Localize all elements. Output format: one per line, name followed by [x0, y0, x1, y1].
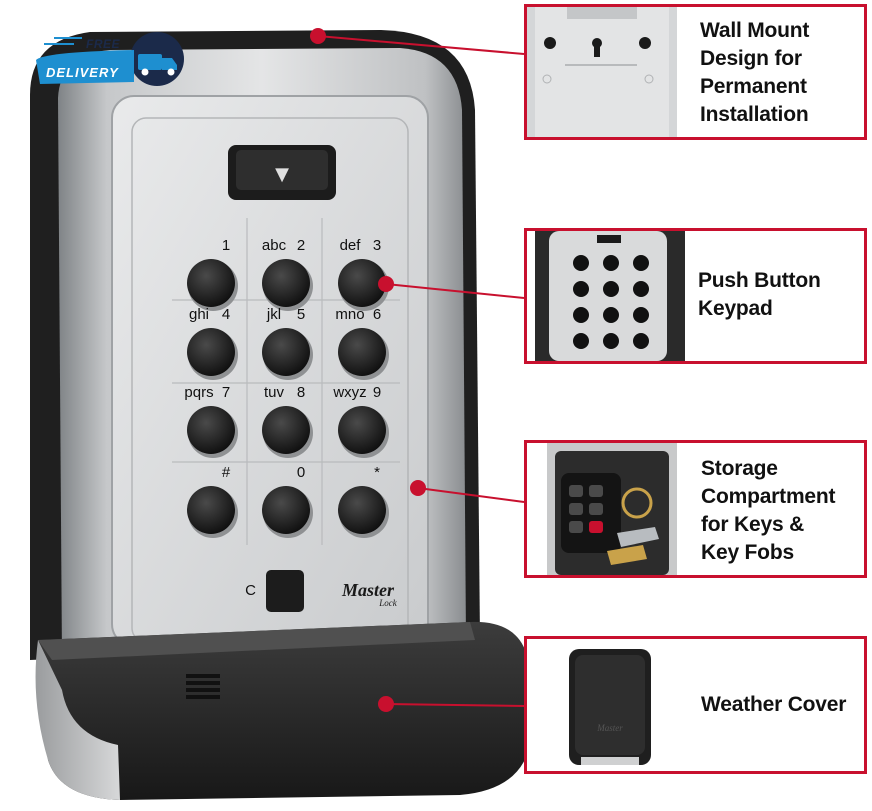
- keypad-button-2[interactable]: [262, 259, 310, 307]
- mini-key: [603, 255, 619, 271]
- keypad-button-9[interactable]: [338, 406, 386, 454]
- callout-dots: [310, 28, 426, 712]
- keypad-letters-label: tuv: [264, 384, 285, 401]
- keypad-buttons: 1 2 abc 3 def 4 ghi 5 jkl 6 mno 7 pqrs 8 tuv 9 wxyz #0 *: [184, 237, 389, 538]
- keypad-button-3[interactable]: [338, 259, 386, 307]
- keypad-button-8[interactable]: [262, 406, 310, 454]
- mini-key: [573, 333, 589, 349]
- keypad-letters-label: def: [340, 237, 362, 254]
- keypad-letters-label: ghi: [189, 306, 209, 323]
- clear-key-label: C: [245, 582, 256, 599]
- mini-key: [603, 281, 619, 297]
- callout-weather-cover-label: Weather Cover: [701, 693, 847, 716]
- keypad-button-4[interactable]: [187, 328, 235, 376]
- mini-key: [573, 307, 589, 323]
- keypad-digit-label: *: [374, 464, 380, 481]
- badge-delivery-text: DELIVERY: [46, 65, 119, 80]
- cover-brand-logo: Master: [596, 723, 623, 733]
- cover-grip: [186, 674, 220, 699]
- mini-key: [633, 281, 649, 297]
- keypad-button-7[interactable]: [187, 406, 235, 454]
- badge-free-text: FREE: [86, 37, 121, 51]
- keypad-button-5[interactable]: [262, 328, 310, 376]
- keypad-button-6[interactable]: [338, 328, 386, 376]
- keypad-digit-label: 9: [373, 384, 381, 401]
- keypad-letters-label: wxyz: [332, 384, 366, 401]
- keypad-letters-label: abc: [262, 237, 287, 254]
- callout-storage: Storage Compartment for Keys & Key Fobs: [524, 440, 867, 578]
- keypad-closeup-thumbnail: [535, 231, 685, 361]
- arrow-down-icon: ▼: [275, 164, 289, 185]
- keypad-digit-label: 3: [373, 237, 381, 254]
- speed-lines: [44, 37, 82, 45]
- keypad-digit-label: 5: [297, 306, 305, 323]
- mini-key: [603, 307, 619, 323]
- mini-key: [573, 281, 589, 297]
- callout-wall-mount-label: Wall Mount Design for Permanent Installa…: [700, 19, 810, 126]
- callout-lines: [317, 35, 525, 707]
- mini-key: [633, 333, 649, 349]
- keypad-letters-label: pqrs: [184, 384, 213, 401]
- keypad-letters-label: mno: [335, 306, 364, 323]
- keypad-digit-label: 0: [297, 464, 305, 481]
- keypad-digit-label: #: [222, 464, 231, 481]
- mini-key: [633, 255, 649, 271]
- keypad-button-#[interactable]: [187, 486, 235, 534]
- brand-logo-sub: Lock: [378, 598, 398, 608]
- free-delivery-badge: FREE DELIVERY: [34, 30, 189, 86]
- brand-logo: Master: [341, 580, 395, 600]
- callout-storage-label: Storage Compartment for Keys & Key Fobs: [701, 457, 836, 564]
- weather-cover: [38, 621, 530, 800]
- key-ring: [621, 487, 653, 519]
- keypad-digit-label: 2: [297, 237, 305, 254]
- clear-button: [266, 570, 304, 612]
- weather-cover-thumbnail: Master: [569, 649, 651, 765]
- callout-keypad: Push Button Keypad: [524, 228, 867, 364]
- keypad-digit-label: 4: [222, 306, 230, 323]
- callout-weather-cover: Master Weather Cover: [524, 636, 867, 774]
- mini-key: [603, 333, 619, 349]
- mini-key: [633, 307, 649, 323]
- keypad-button-1[interactable]: [187, 259, 235, 307]
- keypad-digit-label: 8: [297, 384, 305, 401]
- callout-keypad-label: Push Button Keypad: [698, 269, 821, 320]
- mini-key: [573, 255, 589, 271]
- keypad-letters-label: jkl: [266, 306, 281, 323]
- keypad-button-*[interactable]: [338, 486, 386, 534]
- keypad-digit-label: 7: [222, 384, 230, 401]
- wall-mount-thumbnail: [527, 7, 677, 137]
- delivery-truck-icon: [138, 54, 177, 76]
- callout-wall-mount: Wall Mount Design for Permanent Installa…: [524, 4, 867, 140]
- keypad-button-0[interactable]: [262, 486, 310, 534]
- storage-thumbnail: [547, 443, 677, 575]
- keypad-digit-label: 6: [373, 306, 381, 323]
- keypad-digit-label: 1: [222, 237, 230, 254]
